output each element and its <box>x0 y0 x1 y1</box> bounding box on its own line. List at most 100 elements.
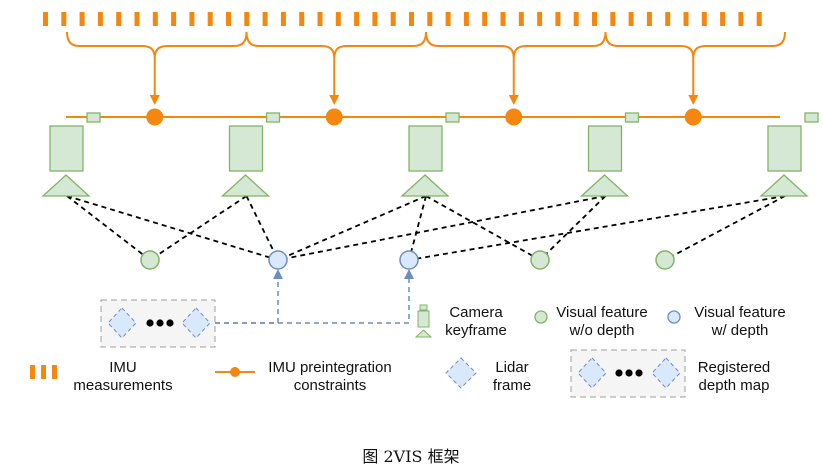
observation-edge <box>539 195 607 261</box>
lidar-frame-right <box>181 307 211 339</box>
legend-lidar-diamond-icon <box>445 357 477 389</box>
imu-measurement-ticks <box>43 12 762 26</box>
imu-tick <box>262 12 268 26</box>
imu-interval-brace <box>66 31 248 59</box>
camera-viewfinder <box>86 112 101 123</box>
legend-camera-keyframe-line1: Camera <box>449 304 503 321</box>
imu-tick <box>518 12 524 26</box>
legend-visual-feature-depth: Visual feature w/ depth <box>667 304 786 339</box>
observation-edge <box>66 195 151 261</box>
visual-feature-with-depth <box>399 250 419 270</box>
camera-lens <box>759 174 809 197</box>
imu-interval-brace <box>425 31 607 59</box>
imu-tick <box>592 12 597 26</box>
visual-feature-with-depth <box>268 250 288 270</box>
imu-interval-brace <box>245 31 427 59</box>
imu-interval-brace <box>604 31 786 59</box>
legend-lidar-frame: Lidar frame <box>445 357 531 394</box>
imu-tick <box>463 12 469 26</box>
imu-preintegration-factor <box>325 108 343 126</box>
observation-edge <box>149 195 247 261</box>
camera-body <box>767 125 802 172</box>
legend-registered-depth-map-line2: depth map <box>699 377 770 394</box>
registered-depth-map <box>100 269 414 348</box>
camera-body <box>587 125 623 172</box>
observation-edge <box>664 195 786 261</box>
legend-registered-depth-map: Registered depth map <box>570 349 771 398</box>
visual-feature-no-depth <box>655 250 675 270</box>
imu-tick <box>701 12 707 26</box>
camera-body <box>228 125 264 172</box>
imu-tick <box>390 12 396 26</box>
depth-projection-arrow <box>215 269 283 324</box>
imu-tick <box>665 12 671 26</box>
visual-feature-no-depth <box>140 250 160 270</box>
imu-tick <box>427 12 433 26</box>
legend-visual-feature-no-depth-line2: w/o depth <box>568 322 634 339</box>
depth-projection-arrow <box>215 269 414 324</box>
legend-imu-preintegration: IMU preintegration constraints <box>215 359 392 394</box>
camera-viewfinder <box>265 112 281 123</box>
imu-tick <box>683 12 689 26</box>
legend-camera-keyframe: Camera keyframe <box>414 304 507 339</box>
imu-tick <box>299 12 305 26</box>
imu-tick <box>372 12 378 26</box>
legend: IMU measurements IMU preintegration cons… <box>30 304 786 398</box>
visual-observation-edges <box>66 195 786 261</box>
camera-viewfinder <box>804 112 819 123</box>
legend-imu-measurements-line1: IMU <box>109 359 137 376</box>
imu-tick <box>226 12 231 26</box>
camera-keyframe <box>759 112 819 197</box>
imu-tick <box>43 12 48 26</box>
imu-tick <box>79 12 85 26</box>
imu-tick <box>280 12 286 26</box>
ellipsis-dot <box>156 319 164 327</box>
imu-tick <box>335 12 341 26</box>
imu-tick <box>555 12 561 26</box>
legend-visual-feature-depth-line1: Visual feature <box>694 304 785 321</box>
imu-tick <box>409 12 414 26</box>
imu-tick <box>573 12 579 26</box>
camera-keyframes <box>41 112 819 197</box>
imu-tick <box>537 12 543 26</box>
observation-edge <box>408 195 786 261</box>
legend-feature-depth-icon <box>667 310 681 324</box>
camera-keyframe <box>41 112 101 197</box>
legend-feature-no-depth-icon <box>534 310 548 324</box>
imu-preintegration-factor <box>505 108 523 126</box>
imu-tick <box>482 12 488 26</box>
imu-tick <box>738 12 744 26</box>
lidar-frame-left <box>107 307 137 339</box>
imu-tick <box>61 12 67 26</box>
camera-lens <box>220 174 271 197</box>
imu-preintegration-factor <box>684 108 702 126</box>
imu-tick <box>610 12 616 26</box>
legend-camera-keyframe-line2: keyframe <box>445 322 507 339</box>
camera-keyframe <box>220 112 281 197</box>
imu-tick <box>500 12 506 26</box>
imu-tick <box>134 12 140 26</box>
observation-edge <box>408 195 427 261</box>
imu-tick <box>628 12 634 26</box>
imu-tick <box>756 12 762 26</box>
legend-preintegration-dot-icon <box>230 367 240 377</box>
imu-tick <box>720 12 726 26</box>
camera-lens <box>400 174 450 197</box>
camera-body <box>408 125 443 172</box>
camera-viewfinder <box>624 112 640 123</box>
camera-lens <box>579 174 630 197</box>
observation-edge <box>425 195 541 261</box>
legend-imu-preintegration-line1: IMU preintegration <box>268 359 391 376</box>
imu-tick <box>171 12 177 26</box>
legend-registered-depth-map-line1: Registered <box>698 359 771 376</box>
legend-imu-measurements: IMU measurements <box>30 359 173 394</box>
imu-tick <box>189 12 195 26</box>
visual-features <box>140 250 675 270</box>
legend-lidar-frame-line2: frame <box>493 377 531 394</box>
imu-interval-braces <box>66 31 786 105</box>
visual-feature-no-depth <box>530 250 550 270</box>
imu-tick <box>445 12 451 26</box>
observation-edge <box>245 195 279 261</box>
imu-tick <box>646 12 652 26</box>
